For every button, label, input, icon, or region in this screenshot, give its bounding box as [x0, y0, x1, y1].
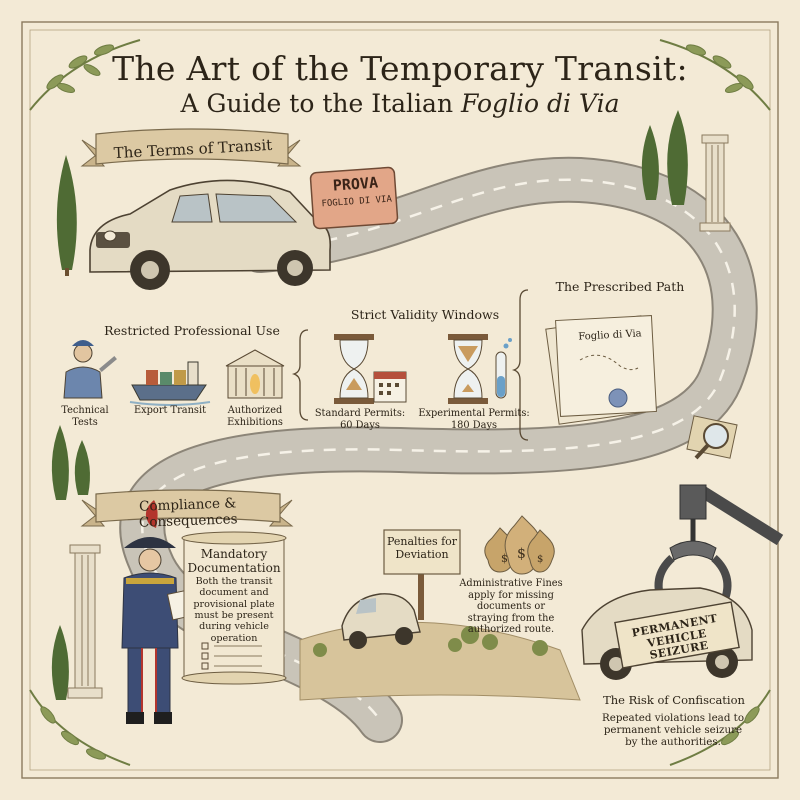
path-heading: The Prescribed Path	[555, 279, 685, 294]
banner-compliance-label: Compliance & Consequences	[138, 495, 238, 531]
ship-icon	[129, 361, 211, 406]
olive-branch-icon	[659, 39, 771, 111]
cypress-icon	[51, 625, 69, 700]
cypress-icon	[641, 110, 688, 205]
test-tube-icon	[495, 338, 512, 399]
hourglass-icon	[334, 334, 374, 404]
column-icon	[699, 134, 731, 232]
calendar-icon	[373, 371, 407, 403]
bracket	[511, 289, 529, 441]
seizure-sign	[614, 601, 740, 669]
professional-heading: Restricted Professional Use	[104, 323, 280, 338]
documentation-heading: Mandatory Documentation	[187, 547, 281, 575]
prof-item-export: Export Transit	[133, 405, 207, 416]
prof-item-exhibitions: Authorized Exhibitions	[227, 405, 283, 428]
banner-compliance	[80, 489, 294, 527]
scroll-icon	[181, 531, 287, 685]
cypress-icon	[56, 155, 77, 276]
penalties-text: Administrative Fines apply for missing d…	[459, 578, 563, 636]
experimental-permit: Experimental Permits: 180 Days	[418, 408, 530, 432]
olive-branch-icon	[669, 689, 771, 766]
subtitle-prefix: A Guide to the Italian	[180, 89, 462, 118]
penalty-sign	[383, 529, 461, 620]
cypress-icon	[51, 425, 90, 500]
museum-icon	[225, 349, 285, 399]
svg-text:$: $	[501, 552, 508, 565]
olive-branch-icon	[29, 39, 141, 111]
confiscation-text: Repeated violations lead to permanent ve…	[601, 712, 745, 749]
car-icon	[341, 593, 421, 649]
olive-branch-icon	[29, 689, 131, 766]
prof-item-technical: Technical Tests	[61, 405, 109, 428]
svg-text:$: $	[517, 546, 526, 562]
banner-terms	[80, 128, 302, 167]
money-bag-icon: $ $ $	[484, 515, 555, 575]
documentation-text: Both the transit document and provisiona…	[193, 576, 275, 644]
experimental-label: Experimental Permits:	[418, 408, 530, 419]
penalties-sign-text: Penalties for Deviation	[386, 535, 458, 561]
magnifier-icon	[686, 415, 738, 460]
prova-plate	[309, 166, 399, 230]
standard-label: Standard Permits:	[314, 408, 406, 419]
standard-permit: Standard Permits: 60 Days	[312, 408, 408, 432]
prova-plate-text: PROVA FOGLIO DI VIA	[313, 173, 399, 210]
bracket	[291, 329, 309, 421]
shrubs	[313, 626, 548, 657]
validity-heading: Strict Validity Windows	[350, 307, 500, 322]
confiscation-heading: The Risk of Confiscation	[603, 693, 745, 707]
car-icon	[89, 179, 332, 290]
page-subtitle: A Guide to the Italian Foglio di Via	[60, 89, 740, 119]
document-icon	[545, 315, 657, 425]
svg-text:$: $	[537, 554, 543, 565]
page-title: The Art of the Temporary Transit:	[112, 49, 688, 88]
standard-value: 60 Days	[340, 419, 380, 431]
hourglass-icon	[448, 334, 488, 404]
mechanic-icon	[63, 340, 117, 399]
subtitle-italic: Foglio di Via	[461, 89, 620, 118]
frame-inner	[29, 29, 771, 771]
column-icon	[67, 544, 103, 699]
crane-claw-icon	[654, 484, 784, 608]
frame-outer	[21, 21, 779, 779]
experimental-value: 180 Days	[450, 419, 498, 431]
